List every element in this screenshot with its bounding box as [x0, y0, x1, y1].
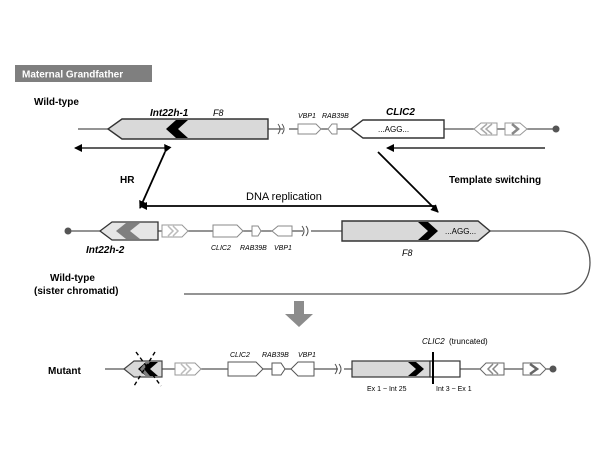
sister-clic2-label: CLIC2: [211, 245, 231, 252]
f8-label: F8: [213, 108, 224, 118]
mutant-rab39b-label: RAB39B: [262, 352, 289, 359]
mutant-int22h-core: [408, 362, 424, 376]
mutant-chevron-element: [174, 362, 202, 376]
rab39b-gene: [327, 123, 338, 135]
int22h1-label: Int22h-1: [150, 108, 189, 119]
sister-f8-label: F8: [402, 248, 413, 258]
telomere-dot: [552, 125, 560, 133]
mutant-clic2-truncated: [429, 360, 461, 378]
vbp1-gene: [297, 123, 322, 135]
row-label-wild-type-sister-1: Wild-type: [50, 273, 95, 284]
row-label-wild-type: Wild-type: [34, 97, 79, 108]
mutant-clic2-gene: [227, 361, 264, 377]
break-mark: [277, 123, 285, 135]
mutant-int22h-copy-right: [522, 362, 547, 376]
hr-arrow: [139, 143, 172, 209]
f8-gene: [106, 118, 269, 140]
hr-label: HR: [120, 175, 135, 186]
big-down-arrow: [285, 301, 313, 327]
template-switching-label: Template switching: [449, 175, 541, 186]
sister-chevron-element: [161, 224, 189, 238]
wild-type-chromosome: Int22h-1 F8 VBP1 RAB39B CLIC2 ...AGG...: [78, 107, 560, 140]
header-tab-label: Maternal Grandfather: [22, 70, 123, 81]
clic2-truncated-name: CLIC2: [422, 337, 445, 346]
dna-replication-label: DNA replication: [246, 191, 322, 203]
sister-rab39b-label: RAB39B: [240, 245, 267, 252]
sister-break-mark: [301, 225, 309, 237]
mutant-chromosome: CLIC2 RAB39B VBP1 CLIC2 (truncated) Ex 1…: [105, 337, 557, 393]
int22h-copy-left-chevrons: [479, 123, 493, 135]
int22h2-label: Int22h-2: [86, 245, 125, 256]
clic2-gene: [349, 119, 445, 139]
ex1-int25-label: Ex 1 ~ Int 25: [367, 386, 407, 393]
int3-ex1-label: Int 3 ~ Ex 1: [436, 386, 472, 393]
mutant-chevron-marks: [180, 363, 193, 375]
mutant-telomere-dot: [549, 365, 557, 373]
mutant-vbp1-label: VBP1: [298, 352, 316, 359]
header-tab: Maternal Grandfather: [15, 65, 152, 82]
sister-chromatid-loop: [184, 230, 591, 295]
clic2-label: CLIC2: [386, 107, 415, 118]
clic2-truncated-suffix: (truncated): [449, 337, 488, 346]
sister-vbp1-label: VBP1: [274, 245, 292, 252]
sister-vbp1-gene: [271, 225, 293, 237]
sister-chromatid: Int22h-2 CLIC2 RAB39B VBP1 ...AGG... F8: [64, 220, 591, 295]
int22h-copy-right-chevron: [511, 123, 520, 135]
mutant-int22h-copy-left-chevrons: [486, 363, 499, 375]
row-label-mutant: Mutant: [48, 366, 81, 377]
int22h2-core: [116, 223, 140, 239]
sister-f8-gene: [341, 220, 492, 242]
mutant-break-mark: [334, 363, 342, 375]
sister-rab39b-gene: [251, 225, 262, 237]
mutant-rab39b-gene: [271, 362, 286, 376]
sister-clic2-gene: [212, 224, 244, 238]
mutant-vbp1-gene: [290, 361, 315, 377]
agg-sequence: ...AGG...: [378, 125, 409, 134]
rab39b-label: RAB39B: [322, 113, 349, 120]
mutant-int22h-copy-right-chevron: [529, 362, 540, 376]
int22h-copy-right: [504, 122, 528, 136]
template-switching-arrow: [377, 151, 439, 213]
mutant-clic2-label: CLIC2: [230, 352, 250, 359]
sister-int22h-element: [418, 222, 438, 240]
mutant-breakpoint-dashed-1: [135, 351, 162, 387]
row-label-wild-type-sister-2: (sister chromatid): [34, 286, 118, 297]
sister-agg-sequence: ...AGG...: [445, 227, 476, 236]
sister-chevron-marks: [167, 225, 180, 237]
vbp1-label: VBP1: [298, 113, 316, 120]
int22h1-element: [166, 120, 188, 138]
